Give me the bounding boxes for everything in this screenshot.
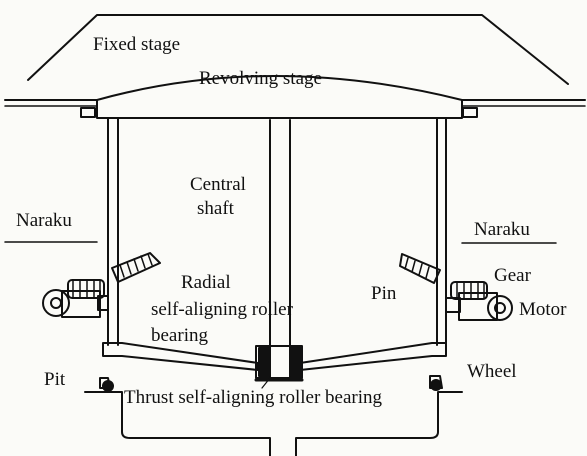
label-revolving-stage: Revolving stage (199, 68, 322, 89)
radial-bearing-right (290, 347, 302, 377)
pin-rack-left-teeth (119, 253, 153, 278)
label-radial-2: self-aligning roller (151, 299, 293, 320)
pin-rack-right (399, 253, 441, 284)
pit-floor-left (94, 391, 271, 456)
motor-left (42, 289, 109, 318)
label-gear: Gear (494, 265, 531, 286)
label-central-shaft-2: shaft (197, 198, 234, 219)
floor-bracket-left (80, 107, 96, 118)
revolving-stage-dome (96, 75, 463, 119)
label-pit: Pit (44, 369, 66, 390)
label-naraku-left: Naraku (16, 210, 72, 231)
wheel-right (429, 375, 443, 391)
wheel-left (99, 377, 114, 392)
frame-bottom-left (102, 342, 259, 371)
frame-bottom-right (299, 342, 447, 371)
fixed-stage-outline (27, 14, 569, 85)
label-naraku-right: Naraku (474, 219, 530, 240)
label-fixed-stage: Fixed stage (93, 34, 181, 55)
label-thrust-bearing: Thrust self-aligning roller bearing (124, 387, 383, 408)
label-wheel: Wheel (467, 361, 517, 382)
label-radial-3: bearing (151, 325, 208, 346)
label-radial-1: Radial (181, 272, 231, 293)
pit-floor-right (295, 391, 463, 456)
gear-left (67, 279, 105, 299)
pin-rack-left (111, 252, 161, 283)
pin-rack-right-teeth (404, 257, 430, 279)
floor-bracket-right (462, 107, 478, 118)
label-pin: Pin (371, 283, 397, 304)
motor-right (445, 292, 513, 321)
label-central-shaft-1: Central (190, 174, 246, 195)
gear-right (450, 281, 488, 300)
radial-bearing-left (258, 347, 270, 377)
label-motor: Motor (519, 299, 567, 320)
thrust-leader (261, 377, 271, 389)
